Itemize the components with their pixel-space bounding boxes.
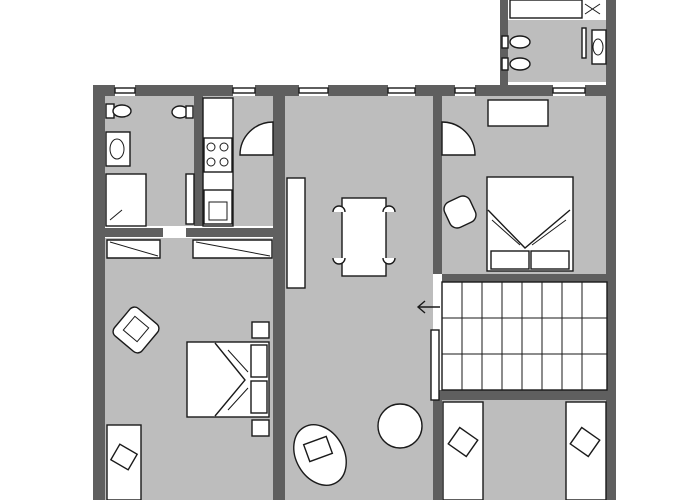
stairs-direction-arrow-icon (416, 300, 440, 314)
nightstand-bottom (251, 419, 270, 437)
bedroom-bottom-right (442, 401, 607, 500)
stove-icon (203, 137, 233, 173)
staircase (430, 281, 608, 401)
kitchen (185, 97, 234, 227)
bidet-icon (501, 57, 531, 71)
wardrobe (487, 99, 549, 127)
shower-icon (105, 173, 147, 227)
bedroom-left (106, 306, 270, 500)
kitchen-sink-icon (203, 189, 233, 225)
bidet-icon (171, 105, 194, 119)
stair-steps (461, 282, 583, 390)
windows (114, 87, 586, 94)
armchair-icon (112, 306, 160, 354)
desk-right (565, 401, 607, 500)
living-hall (286, 177, 440, 486)
chair-icon (443, 195, 477, 229)
sink-icon (591, 29, 607, 65)
sink-icon (105, 131, 131, 167)
desk-left (442, 401, 484, 500)
bathroom-top-right (501, 27, 607, 71)
walls (93, 85, 616, 500)
annex-bathtub (509, 0, 583, 19)
kitchen-side-counter (185, 173, 195, 225)
bedroom-top-right (443, 99, 574, 272)
round-table (377, 403, 423, 449)
nightstand-top (251, 321, 270, 339)
sideboard (286, 177, 306, 289)
toilet-icon (501, 35, 531, 49)
bathroom-left (105, 103, 194, 227)
railing (430, 329, 440, 401)
dining-table (332, 197, 396, 277)
bed-icon (486, 176, 574, 272)
bed-icon (186, 341, 270, 418)
door-bedroom-top-right (441, 121, 476, 156)
armchair-icon (293, 424, 347, 486)
door-kitchen-hall (239, 121, 274, 156)
toilet-icon (105, 103, 132, 119)
desk (106, 424, 142, 500)
doors (106, 121, 476, 259)
